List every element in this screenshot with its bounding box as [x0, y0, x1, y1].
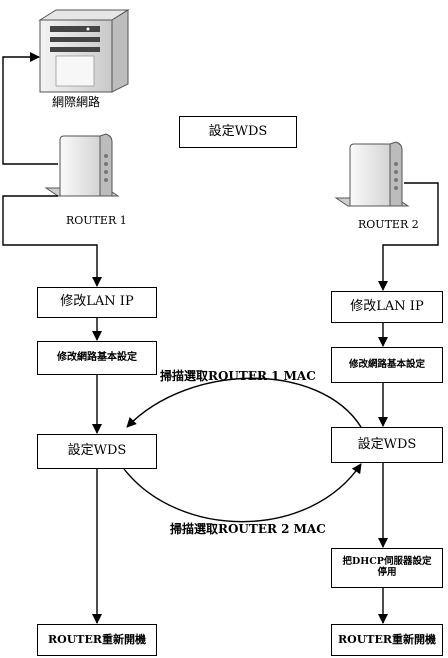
- router-1-label: ROUTER 1: [66, 214, 127, 227]
- server-icon: [38, 9, 130, 93]
- scan-router1-mac-label: 掃描選取ROUTER 1 MAC: [160, 369, 316, 383]
- router2-step-disable-dhcp: 把DHCP伺服器設定停用: [331, 548, 443, 588]
- router-1-icon: [44, 133, 120, 197]
- router2-to-lanip-arrow: [378, 182, 439, 291]
- scan-router2-arc: [123, 463, 362, 523]
- router2-step-reboot: ROUTER重新開機: [331, 624, 443, 656]
- router2-step-network-settings: 修改網路基本設定: [331, 347, 443, 383]
- title-box: 設定WDS: [179, 116, 297, 148]
- router1-step-network-settings: 修改網路基本設定: [37, 341, 157, 375]
- router-2-label: ROUTER 2: [358, 218, 419, 231]
- router1-step-modify-lan-ip: 修改LAN IP: [37, 287, 157, 318]
- internet-label: 網際網路: [52, 95, 101, 109]
- scan-router2-mac-label: 掃描選取ROUTER 2 MAC: [170, 522, 326, 536]
- router1-to-internet-arrow: [2, 52, 58, 165]
- router1-step-setup-wds: 設定WDS: [37, 434, 157, 469]
- router-2-icon: [334, 141, 410, 207]
- router2-step-modify-lan-ip: 修改LAN IP: [331, 291, 443, 323]
- router1-to-lanip-arrow: [2, 195, 102, 287]
- router2-step-setup-wds: 設定WDS: [331, 427, 443, 463]
- scan-router1-arc: [126, 377, 362, 428]
- router1-step-reboot: ROUTER重新開機: [37, 624, 157, 656]
